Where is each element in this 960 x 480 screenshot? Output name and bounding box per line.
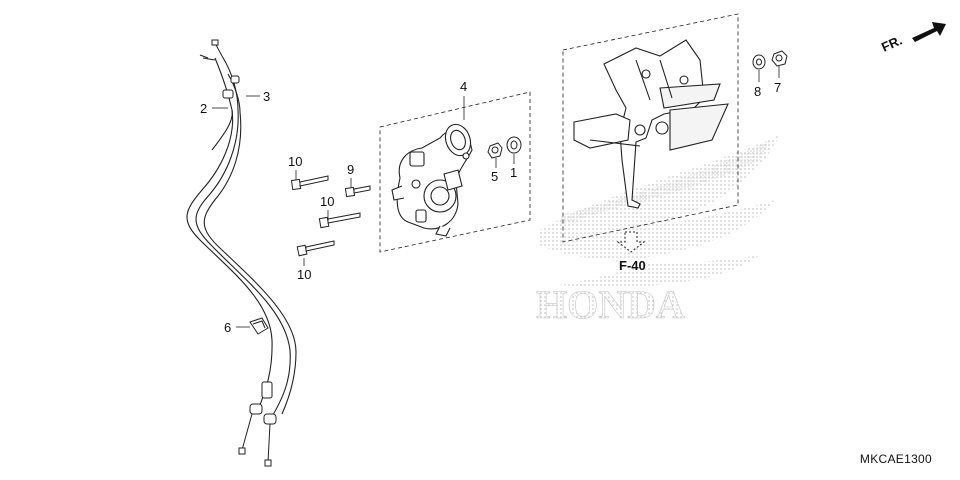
callout-6: 6 [224,320,231,335]
callout-4: 4 [460,79,467,94]
washer-1-part [506,136,522,154]
callout-labels: 4 2 3 6 10 9 10 10 5 1 8 7 [200,79,781,335]
cable-top-ends [199,39,240,99]
callout-9: 9 [347,162,354,177]
callout-1: 1 [510,165,517,180]
front-direction-indicator: FR. [879,22,946,55]
throttle-body-group-box [379,91,531,253]
bolt-9 [344,185,371,198]
callout-10-middle: 10 [320,194,334,209]
callout-5: 5 [491,169,498,184]
callout-3: 3 [263,89,270,104]
leader-lines [212,66,780,328]
callout-8: 8 [754,84,761,99]
front-direction-label: FR. [879,33,904,55]
throttle-body-part [391,123,473,237]
diagram-code: MKCAE1300 [859,452,932,466]
bracket-group-box [562,13,739,243]
cable-clip-part [249,317,269,335]
front-arrow-icon [912,22,946,42]
nut-5-part [487,142,503,159]
honda-wordmark: HONDA [536,282,685,327]
bolt-parts [290,175,371,257]
throttle-cables [186,55,297,421]
reference-indicator: F-40 [616,231,646,273]
bolt-10-lower [296,240,335,257]
callout-7: 7 [774,80,781,95]
reference-label: F-40 [619,258,646,273]
washer-8-part [752,54,766,70]
callout-10-upper: 10 [288,154,302,169]
honda-wing-logo-watermark [540,135,780,287]
cable-bottom-ends [238,381,277,467]
bolt-10-middle [318,212,361,229]
nut-7-part [771,50,788,67]
bracket-part [573,39,729,209]
reference-arrow-icon [616,231,646,253]
bolt-10-upper [290,175,329,191]
callout-2: 2 [200,101,207,116]
callout-10-lower: 10 [297,267,311,282]
